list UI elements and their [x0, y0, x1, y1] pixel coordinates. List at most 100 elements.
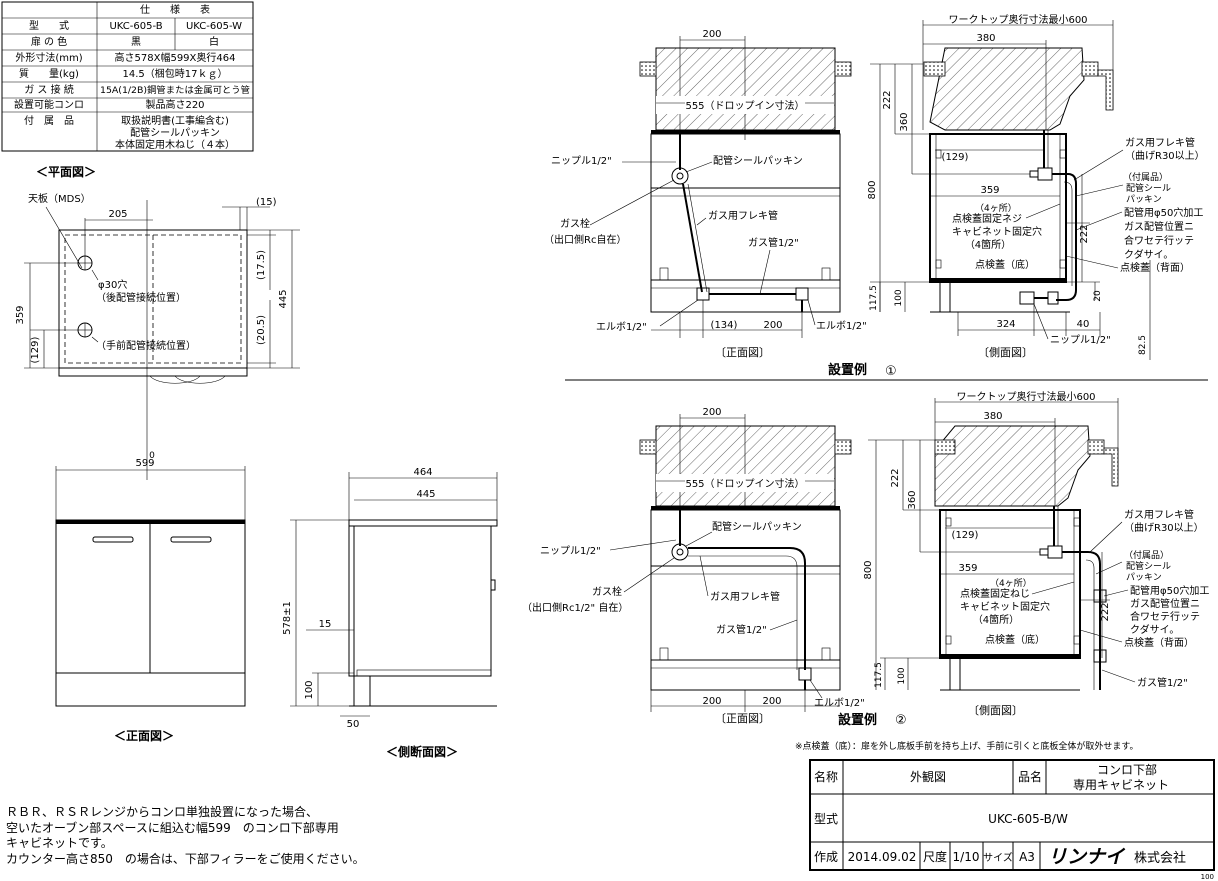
ex2-note4: クダサイ。	[1130, 623, 1179, 636]
ex1-dim-129: (129)	[942, 152, 969, 163]
spec-gas-value: 15A(1/2B)鋼管または金属可とう管	[100, 84, 250, 96]
spec-model-label: 型 式	[29, 19, 69, 32]
example2-front-view: 200 555（ドロップイン寸法） ニップル1/2" 配管シールパッキン ガス用…	[522, 407, 907, 728]
tb-date-value: 2014.09.02	[848, 850, 917, 864]
ex2-flex: ガス用フレキ管	[710, 590, 780, 603]
spec-acc-line3: 本体固定用木ねじ（４本）	[115, 138, 235, 151]
ex1-front-title: 〔正面図〕	[715, 346, 770, 359]
ex1-dim-222b: 222	[1079, 224, 1090, 243]
example1-side-view: ワークトップ奥行寸法最小600 380 800 222	[565, 13, 1208, 381]
spec-acc-line2: 配管シールパッキン	[130, 126, 220, 139]
ex1-dim-200-bottom: 200	[763, 320, 782, 331]
plan-dim-445: 445	[278, 289, 289, 308]
ex2-front-title: 〔正面図〕	[715, 712, 770, 725]
plan-dim-129: (129)	[30, 336, 41, 363]
ex2-acc1: （付属品）	[1124, 550, 1169, 561]
ex1-note4: クダサイ。	[1124, 248, 1173, 261]
desc-line-2: 空いたオーブン部スペースに組込む幅599 のコンロ下部専用	[6, 820, 339, 835]
spec-acc-line1: 取扱説明書(工事編含む)	[121, 114, 229, 127]
spec-size-label: 外形寸法(mm)	[15, 51, 82, 64]
ex1-cabinet-hole: キャビネット固定穴	[952, 225, 1042, 238]
ex1-dim-555: 555（ドロップイン寸法）	[685, 99, 804, 112]
example2-side-view: ワークトップ奥行寸法最小600 380 800 222 3	[863, 390, 1209, 717]
tb-name-value: 外観図	[910, 770, 946, 784]
ex2-dim-222a: 222	[890, 468, 901, 487]
section-dim-464: 464	[413, 467, 432, 478]
ex2-dim-359: 359	[958, 563, 977, 574]
front-dim-599: 599	[135, 458, 154, 469]
plan-rear-pipe: （後配管接続位置）	[96, 291, 186, 304]
plan-dim-205: 205	[108, 209, 127, 220]
ex1-dim-100: 100	[894, 289, 904, 306]
ex1-dim-222a: 222	[882, 90, 893, 109]
ex2-label: 設置例	[838, 712, 877, 728]
bottom-note: ※点検蓋（底）：扉を外し底板手前を持ち上げ、手前に引くと底板全体が取外せます。	[795, 740, 1139, 752]
tb-name-label: 名称	[814, 769, 838, 784]
ex1-elbow-right: エルボ1/2"	[816, 320, 867, 332]
ex1-dim-40: 40	[1077, 319, 1090, 330]
front-view-title: ＜正面図＞	[114, 729, 174, 743]
ex2-side-title: 〔側面図〕	[968, 704, 1023, 717]
ex2-note3: 合ワセテ行ッテ	[1130, 610, 1200, 623]
ex1-nipple-side: ニップル1/2"	[1050, 334, 1111, 346]
desc-line-1: ＲＢＲ、ＲＳＲレンジからコンロ単独設置になった場合、	[6, 804, 318, 819]
ex1-gas-pipe: ガス管1/2"	[748, 236, 799, 249]
ex2-dim-100: 100	[897, 667, 907, 684]
desc-line-4: カウンター高さ850 の場合は、下部フィラーをご使用ください。	[6, 851, 365, 866]
spec-color-label: 扉 の 色	[31, 35, 67, 48]
spec-stove-value: 製品高さ220	[145, 98, 204, 111]
ex2-gas-cock-note: （出口側Rc1/2" 自在）	[522, 601, 628, 614]
spec-model-b: UKC-605-B	[109, 21, 162, 32]
spec-title: 仕 様 表	[140, 3, 210, 16]
spec-stove-label: 設置可能コンロ	[14, 98, 84, 111]
tb-company-logo: リンナイ	[1048, 846, 1126, 868]
tb-product-line1: コンロ下部	[1097, 762, 1157, 777]
tb-company-suffix: 株式会社	[1134, 850, 1186, 866]
ex1-four-places2: （4箇所）	[965, 238, 1011, 251]
section-dim-100: 100	[304, 680, 315, 699]
ex2-dim-129: (129)	[952, 530, 979, 541]
ex2-dim-200-top: 200	[702, 407, 721, 418]
front-view: 599 0 ＜正面図＞	[55, 451, 246, 743]
tb-size-label: サイズ	[983, 851, 1013, 864]
plan-dim-15: (15)	[256, 197, 277, 208]
tb-model-label: 型式	[814, 812, 838, 826]
ex1-flex-side: ガス用フレキ管	[1125, 136, 1195, 149]
spec-weight-value: 14.5（梱包時17ｋｇ）	[123, 67, 228, 80]
ex1-dim-20: 20	[1093, 290, 1103, 302]
ex2-lid-bottom: 点検蓋（底）	[985, 633, 1045, 646]
tb-model-value: UKC-605-B/W	[988, 812, 1068, 826]
ex1-dim-117: 117.5	[869, 285, 879, 311]
ex1-four-places: （4ヶ所）	[975, 203, 1017, 214]
tb-product-line2: 専用キャビネット	[1073, 778, 1169, 792]
ex2-four-places: （4ヶ所）	[990, 578, 1032, 589]
plan-dim-359: 359	[15, 305, 26, 324]
ex2-dim-200-b: 200	[762, 696, 781, 707]
spec-size-value: 高さ578X幅599X奥行464	[115, 51, 236, 64]
spec-color-w: 白	[209, 35, 219, 48]
plan-dim-17: (17.5)	[256, 250, 267, 280]
front-dim-0: 0	[149, 451, 155, 461]
ex2-lid-back: 点検蓋（背面）	[1124, 636, 1194, 649]
ex1-dim-360: 360	[899, 112, 910, 131]
section-dim-578: 578±1	[282, 601, 293, 635]
ex1-acc1: （付属品）	[1123, 172, 1168, 183]
spec-color-b: 黒	[131, 36, 141, 48]
tb-corner-number: 100	[1201, 873, 1214, 881]
ex1-lid-back: 点検蓋（背面）	[1120, 261, 1190, 274]
ex2-dim-222b: 222	[1100, 602, 1111, 621]
ex1-worktop: ワークトップ奥行寸法最小600	[948, 13, 1087, 26]
spec-acc-label: 付 属 品	[24, 114, 74, 127]
ex1-bend: （曲げR30以上）	[1125, 150, 1205, 162]
ex1-side-title: 〔側面図〕	[978, 346, 1033, 359]
ex2-nipple: ニップル1/2"	[540, 545, 601, 557]
ex1-elbow-left: エルボ1/2"	[596, 321, 647, 333]
ex2-dim-360: 360	[907, 490, 918, 509]
desc-line-3: キャビネットです。	[6, 836, 113, 850]
tb-scale-label: 尺度	[923, 849, 947, 864]
ex2-number: ②	[895, 713, 907, 728]
ex1-dim-82: 82.5	[1138, 335, 1148, 355]
ex2-dim-200-a: 200	[702, 696, 721, 707]
ex1-dim-324: 324	[996, 319, 1015, 330]
